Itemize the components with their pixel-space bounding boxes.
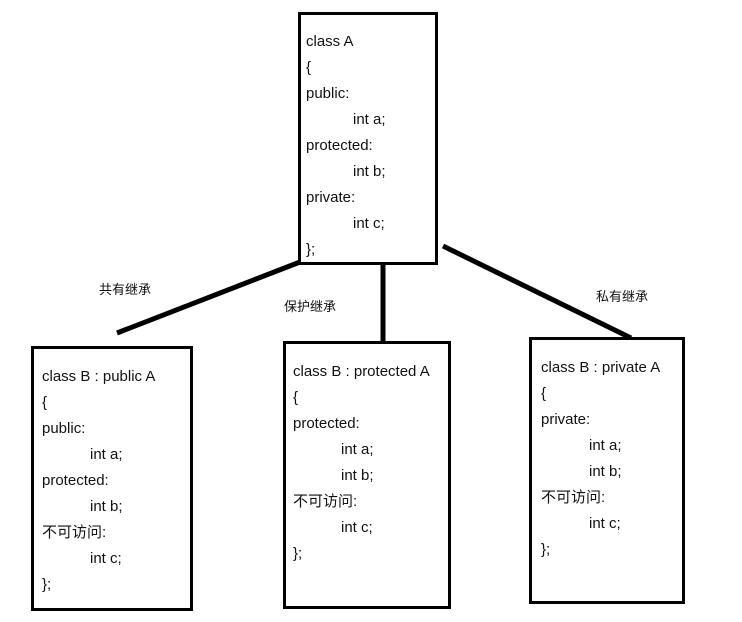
class-b-public-line: public: xyxy=(42,420,86,437)
class-a-line: { xyxy=(306,59,312,76)
class-b-public-line: }; xyxy=(42,576,52,593)
class-b-private-line: { xyxy=(541,385,547,402)
class-b-protected-line: protected: xyxy=(293,415,360,432)
class-a-line: protected: xyxy=(306,137,373,154)
class-a-line: int c; xyxy=(353,215,385,232)
class-b-private-line: int c; xyxy=(589,515,621,532)
class-b-private-line: class B : private A xyxy=(541,359,661,376)
class-a-line: int b; xyxy=(353,163,386,180)
class-b-public-line: class B : public A xyxy=(42,368,156,385)
class-b-private-box: class B : private A { private: int a; in… xyxy=(529,337,685,604)
class-a-line: }; xyxy=(306,241,316,258)
public-inheritance-label: 共有继承 xyxy=(99,282,152,297)
protected-inheritance-label: 保护继承 xyxy=(284,299,337,314)
private-inheritance-edge xyxy=(441,243,633,341)
public-inheritance-edge xyxy=(116,259,301,336)
class-b-private-line: 不可访问: xyxy=(541,489,606,506)
class-b-public-line: { xyxy=(42,394,48,411)
class-a-line: int a; xyxy=(353,111,386,128)
class-b-public-line: 不可访问: xyxy=(42,524,107,541)
class-b-protected-line: int b; xyxy=(341,467,374,484)
class-b-public-line: int c; xyxy=(90,550,122,567)
class-b-private-line: private: xyxy=(541,411,591,428)
class-b-private-line: int a; xyxy=(589,437,622,454)
class-b-public-box: class B : public A { public: int a; prot… xyxy=(31,346,193,611)
class-b-public-line: protected: xyxy=(42,472,109,489)
class-b-protected-box: class B : protected A { protected: int a… xyxy=(283,341,451,609)
class-b-protected-line: }; xyxy=(293,545,303,562)
class-b-public-line: int a; xyxy=(90,446,123,463)
class-b-public-line: int b; xyxy=(90,498,123,515)
class-a-box: class A { public: int a; protected: int … xyxy=(298,12,438,265)
class-b-protected-line: int c; xyxy=(341,519,373,536)
class-b-private-line: int b; xyxy=(589,463,622,480)
class-a-line: public: xyxy=(306,85,350,102)
class-b-protected-line: 不可访问: xyxy=(293,493,358,510)
private-inheritance-label: 私有继承 xyxy=(596,289,649,304)
class-b-private-line: }; xyxy=(541,541,551,558)
class-a-line: private: xyxy=(306,189,356,206)
class-b-protected-line: { xyxy=(293,389,299,406)
class-b-protected-line: class B : protected A xyxy=(293,363,430,380)
class-b-protected-line: int a; xyxy=(341,441,374,458)
class-a-line: class A xyxy=(306,33,354,50)
